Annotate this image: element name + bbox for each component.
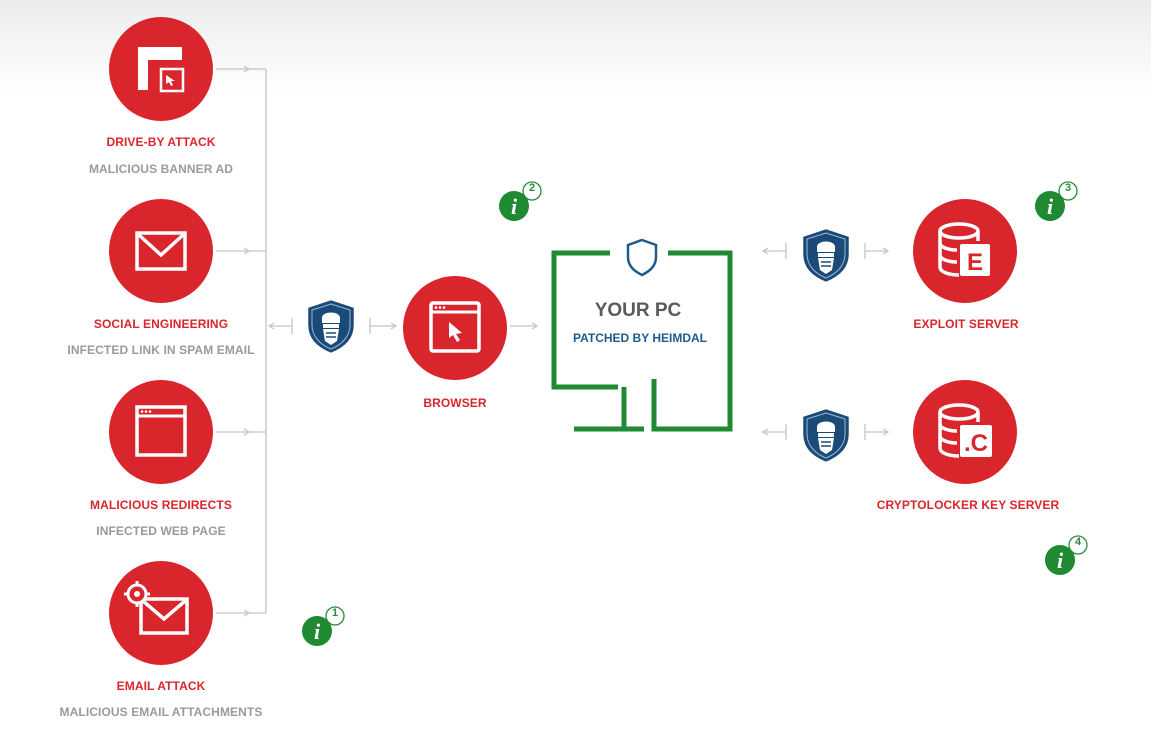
cryptolocker-key-server-title: CRYPTOLOCKER KEY SERVER — [876, 498, 1060, 512]
drive-by-attack-title: DRIVE-BY ATTACK — [106, 135, 216, 149]
exploit-server-glyph: E — [967, 249, 983, 276]
drive-by-attack-node — [109, 17, 213, 121]
heimdal-shield-icon — [305, 297, 357, 355]
info-badge-2[interactable]: i 2 — [497, 179, 547, 229]
info-badge-number: 4 — [1074, 536, 1082, 548]
your-pc-title: YOUR PC — [594, 300, 682, 321]
email-attack-subtitle: MALICIOUS EMAIL ATTACHMENTS — [59, 705, 263, 719]
info-badge-number: 3 — [1064, 182, 1072, 194]
cryptolocker-server-glyph: .C — [964, 430, 988, 457]
exploit-server-node: E — [913, 199, 1017, 303]
browser-window-icon — [135, 405, 187, 457]
email-attack-title: EMAIL ATTACK — [116, 679, 206, 693]
database-e-icon: E — [938, 222, 990, 277]
email-attack-node — [109, 561, 213, 665]
your-pc-subtitle: PATCHED BY HEIMDAL — [572, 331, 708, 345]
monitor-shield-icon — [551, 238, 733, 432]
heimdal-shield-icon — [800, 226, 852, 284]
cryptolocker-key-server-node: .C — [913, 380, 1017, 484]
heimdal-shield-icon — [800, 406, 852, 464]
malicious-redirects-title: MALICIOUS REDIRECTS — [90, 498, 232, 512]
drive-by-attack-subtitle: MALICIOUS BANNER AD — [88, 162, 234, 176]
info-glyph: i — [1057, 548, 1064, 573]
exploit-server-title: EXPLOIT SERVER — [913, 317, 1019, 331]
info-badge-3[interactable]: i 3 — [1033, 179, 1083, 229]
browser-title: BROWSER — [423, 396, 487, 410]
social-engineering-subtitle: INFECTED LINK IN SPAM EMAIL — [67, 343, 255, 357]
social-engineering-title: SOCIAL ENGINEERING — [93, 317, 229, 331]
database-c-icon: .C — [938, 403, 992, 458]
info-badge-number: 2 — [528, 182, 536, 194]
envelope-gear-icon — [124, 581, 189, 635]
browser-node — [403, 276, 507, 380]
info-badge-1[interactable]: i 1 — [300, 604, 350, 654]
banner-click-icon — [138, 47, 185, 93]
info-badge-number: 1 — [331, 607, 339, 619]
malicious-redirects-subtitle: INFECTED WEB PAGE — [96, 524, 226, 538]
malicious-redirects-node — [109, 380, 213, 484]
envelope-icon — [135, 231, 187, 271]
info-glyph: i — [1047, 194, 1054, 219]
social-engineering-node — [109, 199, 213, 303]
info-glyph: i — [314, 619, 321, 644]
browser-click-icon — [429, 301, 481, 353]
info-glyph: i — [511, 194, 518, 219]
info-badge-4[interactable]: i 4 — [1043, 533, 1093, 583]
